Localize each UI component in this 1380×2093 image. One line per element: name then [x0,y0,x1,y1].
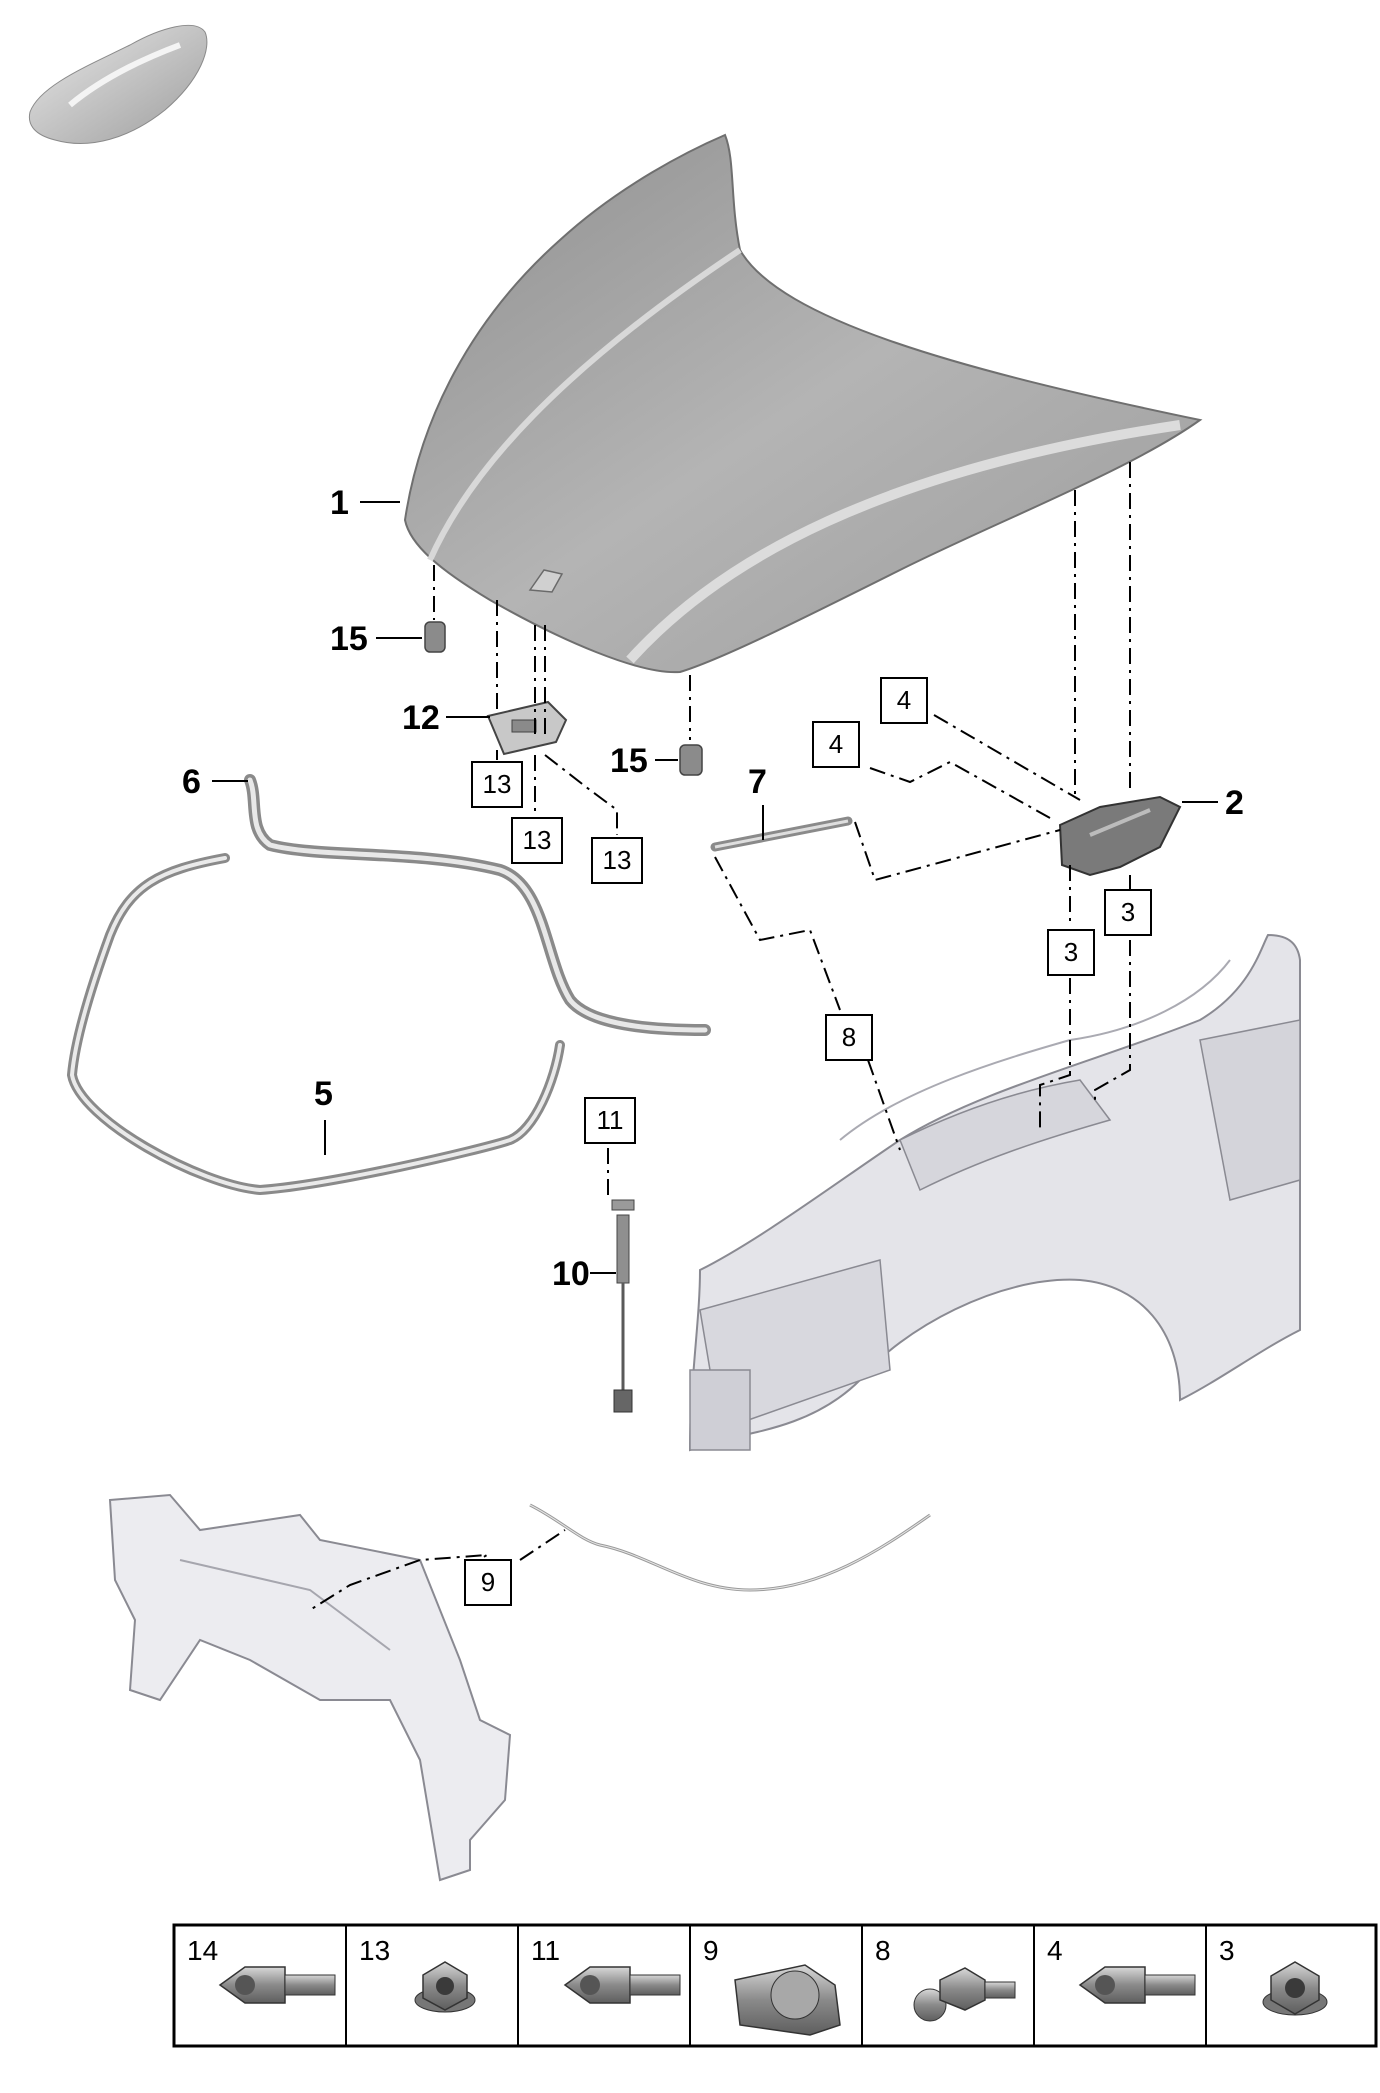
callout-2: 2 [1225,784,1244,822]
boxed-reference-13-a: 13 [471,761,523,808]
boxed-reference-9: 9 [464,1559,512,1606]
callout-1: 1 [330,484,349,522]
rubber-buffer-illustration [424,621,703,776]
callout-12: 12 [402,699,440,737]
assembly-dash-lines [309,462,1131,1611]
bolt-icon [563,1966,681,2004]
fastener-cell-label: 8 [875,1935,891,1966]
svg-text:3: 3 [1064,937,1078,967]
bonnet-seal-illustration [66,853,565,1196]
svg-text:9: 9 [481,1567,495,1597]
gas-strut-illustration [710,816,853,852]
svg-text:13: 13 [523,825,552,855]
bolt-icon [218,1966,336,2004]
svg-text:4: 4 [897,685,911,715]
bolt-icon [1078,1966,1196,2004]
flange-nut-icon [1262,1961,1328,2016]
callout-15-lower: 15 [610,742,648,780]
boxed-reference-3-left: 3 [1047,929,1095,976]
car-thumbnail-icon [28,24,208,144]
hood-latch-illustration [486,700,568,756]
fastener-table: 14 13 11 9 8 [172,1923,1378,2048]
svg-text:13: 13 [483,769,512,799]
hood-seal-illustration [244,774,711,1036]
callout-6: 6 [182,763,201,801]
ball-stud-icon [913,1967,1016,2022]
fastener-cell-label: 9 [703,1935,719,1966]
svg-text:13: 13 [603,845,632,875]
hood-panel-illustration [403,133,1203,674]
fastener-cell-label: 11 [531,1935,560,1966]
boxed-reference-4-top: 4 [880,677,928,724]
leader-lines [212,501,1218,1274]
bowden-cable-illustration [529,1503,931,1592]
callout-15-upper: 15 [330,620,368,658]
fastener-cell-label: 4 [1047,1935,1063,1966]
fastener-cell-label: 3 [1219,1935,1235,1966]
clip-icon [734,1964,841,2036]
boxed-reference-4-bottom: 4 [812,721,860,768]
release-cable-illustration [611,1199,635,1413]
flange-nut-icon [414,1961,476,2013]
svg-text:11: 11 [597,1105,624,1135]
svg-text:3: 3 [1121,897,1135,927]
svg-text:8: 8 [842,1022,856,1052]
callout-10: 10 [552,1255,590,1293]
svg-text:4: 4 [829,729,843,759]
callout-5: 5 [314,1075,333,1113]
lock-carrier-illustration [108,1493,512,1882]
hood-hinge-illustration [1058,795,1182,877]
fastener-cell-label: 13 [359,1935,390,1966]
boxed-reference-13-c: 13 [591,837,643,884]
boxed-reference-8: 8 [825,1014,873,1061]
boxed-reference-11: 11 [584,1097,636,1144]
callout-7: 7 [748,763,767,801]
boxed-reference-13-b: 13 [511,817,563,864]
boxed-reference-3-right: 3 [1104,889,1152,936]
vehicle-body-shell-illustration [688,933,1301,1452]
fastener-cell-label: 14 [187,1935,218,1966]
